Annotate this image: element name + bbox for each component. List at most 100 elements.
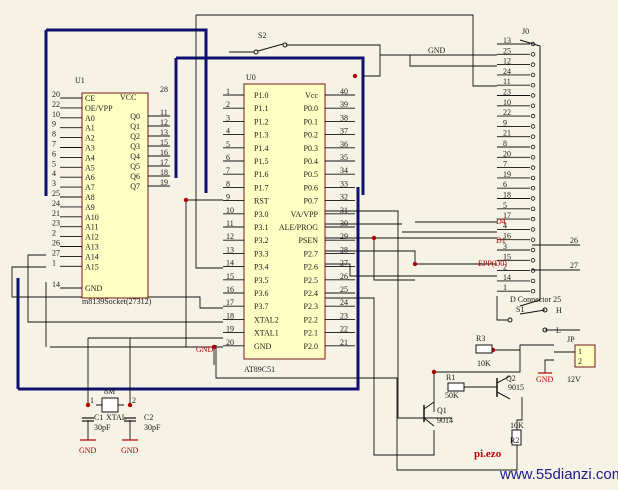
u0-right-pin-name: PSEN: [298, 236, 318, 245]
u1-left-pin-number: 27: [52, 248, 60, 257]
u0-left-pin-number: 8: [226, 179, 230, 188]
u1-data-pin-number: 18: [160, 168, 168, 177]
s1-h-label: H: [556, 306, 562, 315]
gnd-top-label: GND: [428, 46, 446, 55]
c1-value: 30pF: [94, 423, 111, 432]
u0-right-pin-number: 33: [340, 179, 348, 188]
j0-pin-number: 13: [503, 36, 511, 45]
u0-left-pin-16: P3.717: [223, 298, 268, 311]
u1-left-pin-name: GND: [85, 284, 103, 293]
j0-pin-7: 22: [497, 108, 536, 119]
u0-left-pin-number: 18: [226, 311, 234, 320]
u1-left-pin-name: A14: [85, 252, 99, 261]
u0-right-pin-number: 26: [340, 272, 348, 281]
r3-label: R3: [476, 334, 485, 343]
u0-mcu: U0 AT89C51 P1.01P1.12P1.23P1.34P1.45P1.5…: [223, 73, 355, 374]
c2-gnd-label: GND: [121, 446, 139, 455]
u0-left-pin-name: P3.3: [254, 249, 268, 258]
u1-left-pin-name: A2: [85, 134, 95, 143]
j0-pin-6: 10: [497, 98, 536, 108]
u0-right-pin-name: P0.0: [304, 104, 318, 113]
s1-label: S1: [516, 305, 524, 314]
u1-data-pin-name: Q7: [130, 182, 140, 191]
j0-pin-11: 20: [497, 149, 536, 160]
j0-part-name: D Connector 25: [510, 295, 561, 304]
u0-left-pin-number: 13: [226, 245, 234, 254]
r1-value: 50K: [445, 391, 459, 400]
u1-left-pin-name: A9: [85, 203, 95, 212]
q2-transistor: Q2 9015: [496, 374, 524, 400]
jp-gnd-label: GND: [536, 375, 554, 384]
u0-right-pin-name: P0.4: [304, 157, 318, 166]
r1-resistor: R1 50K: [445, 373, 465, 400]
u0-left-pin-name: XTAL1: [254, 329, 279, 338]
u1-left-pin-name: CE: [85, 94, 95, 103]
u1-data-pin-name: Q6: [130, 172, 140, 181]
s1-switch: S1 H L: [507, 305, 562, 335]
j0-pin-18: 4: [497, 221, 536, 232]
u1-left-pin-number: 22: [52, 100, 60, 109]
j0-connector: J0 D Connector 25 1325122411231022921820…: [478, 27, 578, 307]
j0-pin-24: 1: [497, 283, 536, 294]
j0-pin-number: 5: [503, 201, 507, 210]
u0-left-pin-11: P3.212: [223, 232, 268, 245]
j0-pin-number: 20: [503, 149, 511, 158]
q1-label: Q1: [437, 406, 447, 415]
j0-d1-label: D1: [496, 236, 506, 245]
j0-pin-number: 3: [503, 242, 507, 251]
u0-right-pin-number: 21: [340, 338, 348, 347]
j0-pin-number: 6: [503, 180, 507, 189]
u0-right-pin-name: P0.3: [304, 144, 318, 153]
c2-value: 30pF: [144, 423, 161, 432]
u0-left-pin-number: 5: [226, 140, 230, 149]
u1-part-name: m8139Socket(27312): [82, 297, 152, 306]
u1-left-pin-number: 23: [52, 219, 60, 228]
u0-left-pin-name: P3.7: [254, 302, 268, 311]
u0-right-pin-name: P2.1: [304, 329, 318, 338]
u0-right-pin-number: 27: [340, 259, 348, 268]
s2-switch: S2: [253, 31, 288, 55]
u0-left-pin-number: 3: [226, 113, 230, 122]
data-bus: [16, 28, 365, 391]
c2-label: C2: [144, 413, 153, 422]
u0-left-pin-name: P1.4: [254, 144, 268, 153]
j0-pin-1: 25: [497, 46, 536, 57]
u0-right-pin-name: P0.5: [304, 170, 318, 179]
u0-right-pin-name: P2.7: [304, 249, 318, 258]
u0-right-pin-name: Vcc: [305, 91, 318, 100]
u0-left-pin-number: 10: [226, 206, 234, 215]
u1-left-pin-name: A11: [85, 223, 98, 232]
j0-pin-number: 12: [503, 57, 511, 66]
c1-label: C1: [94, 413, 103, 422]
u0-left-pin-number: 11: [226, 219, 234, 228]
u0-left-pin-name: P1.6: [254, 170, 268, 179]
u1-left-pin-number: 24: [52, 199, 60, 208]
r2-resistor: 10K R2: [510, 421, 524, 446]
u1-left-pin-number: 3: [52, 179, 56, 188]
u1-left-pin-3: A19: [52, 120, 95, 133]
j0-pin-2: 12: [497, 57, 536, 67]
u1-data-pin-6: Q6 18: [130, 168, 170, 181]
j0-pin-21: 15: [497, 252, 536, 263]
u0-right-pin-number: 22: [340, 325, 348, 334]
u0-right-pin-name: P0.7: [304, 197, 318, 206]
u0-left-pin-name: P1.1: [254, 104, 268, 113]
u0-left-pin-number: 9: [226, 193, 230, 202]
u0-left-pin-name: P3.4: [254, 263, 268, 272]
u1-data-pin-number: 16: [160, 148, 168, 157]
xtal-label: XTAL: [106, 413, 127, 422]
j0-pin-14: 6: [497, 180, 536, 191]
u0-left-pin-14: P3.515: [223, 272, 268, 285]
u1-left-pin-11: A9 24: [52, 199, 95, 212]
u0-right-pin-number: 36: [340, 140, 348, 149]
